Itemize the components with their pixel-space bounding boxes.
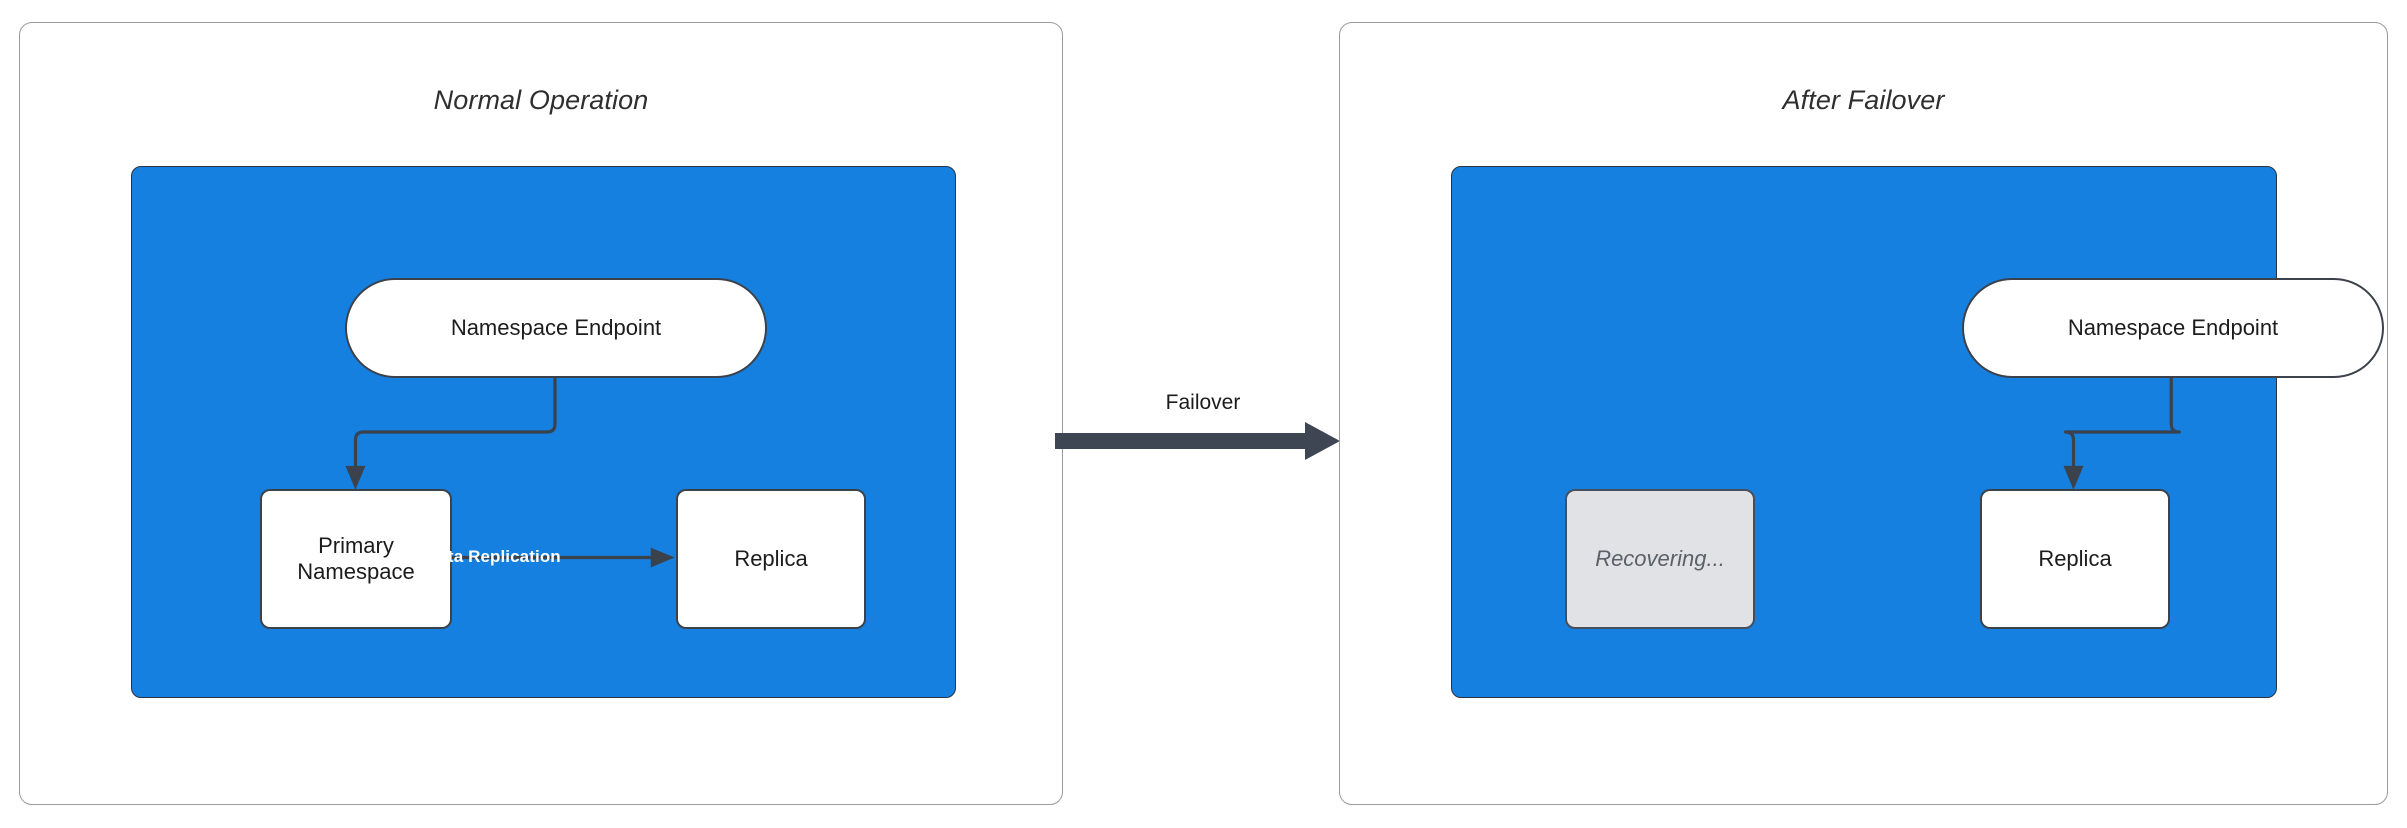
node-label: Primary Namespace <box>297 533 414 585</box>
node-namespace-endpoint-normal[interactable]: Namespace Endpoint <box>345 278 767 378</box>
transition-arrow-failover <box>1055 422 1340 460</box>
node-primary-namespace[interactable]: Primary Namespace <box>260 489 452 629</box>
node-label-line1: Primary <box>318 533 394 559</box>
node-label: Recovering... <box>1595 546 1725 572</box>
panel-after-failover: After Failover Namespace Endpoint Recove… <box>1339 22 2388 805</box>
node-namespace-endpoint-failover[interactable]: Namespace Endpoint <box>1962 278 2384 378</box>
node-label: Namespace Endpoint <box>2067 315 2279 341</box>
zone-normal-operation: Namespace Endpoint Primary Namespace Rep… <box>131 166 956 698</box>
edge-label-data-replication: Data Replication <box>426 547 561 566</box>
node-label: Replica <box>734 546 808 572</box>
node-replica-failover[interactable]: Replica <box>1980 489 2170 629</box>
panel-title-normal-operation: Normal Operation <box>433 85 649 115</box>
node-label: Namespace Endpoint <box>450 315 662 341</box>
node-replica-normal[interactable]: Replica <box>676 489 866 629</box>
zone-after-failover: Namespace Endpoint Recovering... Replica <box>1451 166 2384 698</box>
node-label-line2: Namespace <box>297 559 415 584</box>
transition-label-failover: Failover <box>1165 391 1241 414</box>
panel-title-after-failover: After Failover <box>1782 85 1945 115</box>
node-label: Replica <box>2038 546 2112 572</box>
node-recovering[interactable]: Recovering... <box>1565 489 1755 629</box>
panel-normal-operation: Normal Operation Namespace Endpoint Prim… <box>19 22 1063 805</box>
